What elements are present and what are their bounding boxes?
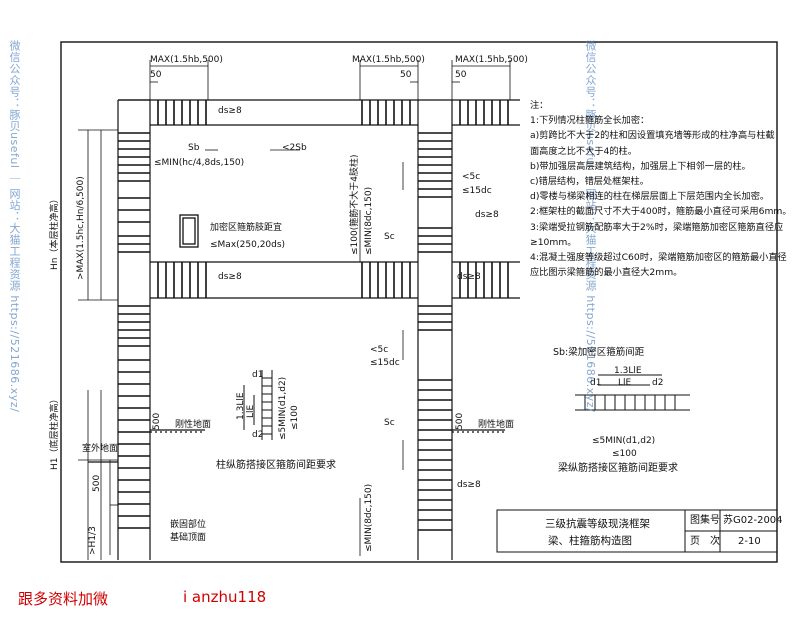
beam-lle-label: LlE [618, 378, 632, 388]
ds-label-top: ds≥8 [218, 106, 242, 116]
dim-50-left: 50 [150, 70, 162, 80]
note-line: 1:下列情况柱箍筋全长加密： [530, 115, 650, 127]
lt5c-label-2: <5c [370, 345, 389, 355]
watermark-left: 微信公众号：豚贝useful ｜ 网站：大猫工程资源 https://52168… [8, 40, 21, 413]
note-line: 3:梁端受拉钢筋配筋率大于2%时，梁端箍筋加密区箍筋直径应 [530, 221, 784, 233]
beam-splice-title: 梁纵筋搭接区箍筋间距要求 [558, 463, 678, 474]
stirrup-section-icon [179, 214, 199, 248]
ds-label-right: ds≥8 [475, 210, 499, 220]
note-line: 面高度之比不大于4的柱。 [530, 145, 637, 157]
ds-label-mid-right: ds≥8 [457, 272, 481, 282]
col-d1-label: d1 [252, 370, 264, 380]
title-line2: 梁、柱箍筋构造图 [548, 535, 632, 547]
ground-rigid-label-right: 刚性地面 [478, 420, 515, 430]
ds-label-mid: ds≥8 [218, 272, 242, 282]
h1-3-label: >H1/3 [88, 526, 98, 555]
column-stirrups [118, 132, 452, 531]
beam-13lle-label: 1.3LlE [614, 366, 642, 376]
note-line: c)错层结构，错层处框架柱。 [530, 176, 649, 188]
foundation2-label: 基础顶面 [170, 533, 207, 543]
ds-label-bottom: ds≥8 [457, 480, 481, 490]
beam-le100-label: ≤100 [612, 449, 637, 459]
col-d2-label: d2 [252, 430, 264, 440]
sc-label-1: Sc [384, 232, 395, 242]
dim-max-left: MAX(1.5hb,500) [150, 55, 223, 65]
min8dc-label: ≤100(箍筋不大于4肢柱) [350, 154, 360, 255]
stirrup-spacing-label: 加密区箍筋肢距宜 [210, 223, 283, 233]
notes-block: 注： 1:下列情况柱箍筋全长加密： a)剪跨比不大于2的柱和因设置填充墙等形成的柱… [530, 98, 792, 280]
lt15dc-label-2: ≤15dc [370, 358, 400, 368]
page-value: 2-10 [738, 536, 761, 547]
stirrup-spacing-value: ≤Max(250,20ds) [210, 240, 286, 250]
min8dc2-label-bottom: ≤MIN(8dc,150) [364, 483, 374, 552]
hn-label: Hn（本层柱净高） [50, 194, 60, 270]
d500-mid: 500 [152, 412, 162, 430]
min8dc2-label: ≤MIN(8dc,150) [364, 186, 374, 255]
note-line: 2:框架柱的截面尺寸不大于400时，箍筋最小直径可采用6mm。 [530, 206, 792, 218]
d500-left: 500 [92, 474, 102, 492]
title-line1: 三级抗震等级现浇框架 [545, 518, 650, 530]
footer-left-text: 跟多资料加微 [18, 590, 109, 608]
note-line: 注： [530, 100, 549, 111]
watermark-right: 微信公众号：豚贝useful ｜ 网站：大猫工程资源 https://52168… [584, 40, 597, 413]
ground-outdoor-label: 室外地面 [82, 444, 119, 454]
lt15dc-label: ≤15dc [462, 186, 492, 196]
note-line: d)零楼与梯梁相连的柱在梯层层面上下层范围内全长加密。 [530, 191, 770, 203]
beam-stirrups [157, 100, 509, 298]
sc-label-2: Sc [384, 418, 395, 428]
dimension-lines [78, 60, 511, 560]
hn-max-label: >MAX(1.5hc,Hn/6,500) [76, 176, 86, 280]
note-line: a)剪跨比不大于2的柱和因设置填充墙等形成的柱净高与柱截 [530, 130, 775, 142]
column-splice-title: 柱纵筋搭接区箍筋间距要求 [216, 460, 336, 471]
dim-50-mid: 50 [400, 70, 412, 80]
note-line: b)带加强层高层建筑结构，加强层上下相邻一层的柱。 [530, 160, 751, 172]
beam-d2-label: d2 [652, 378, 664, 388]
page-label: 页 次 [690, 536, 720, 547]
beam-sb-title: Sb:梁加密区箍筋间距 [553, 347, 645, 358]
note-line: 4:混凝土强度等级超过C60时，梁端箍筋加密区的箍筋最小直径 [530, 252, 787, 264]
atlas-label: 图集号 [690, 515, 720, 526]
note-line: ≥10mm。 [530, 236, 577, 248]
beam-splice-detail [575, 374, 690, 411]
ground-lines [88, 429, 505, 463]
title-block [496, 509, 778, 553]
lt5c-label: <5c [462, 172, 481, 182]
atlas-value: 苏G02-2004 [723, 515, 783, 526]
col-min-d1d2-label: ≤5MIN(d1,d2) [278, 376, 288, 440]
h1-label: H1（底层柱净高） [50, 394, 60, 471]
sheet-border [60, 41, 778, 563]
beam-d1-label: d1 [590, 378, 602, 388]
footer-right-text: i anzhu118 [183, 588, 267, 606]
column-splice-detail [243, 370, 273, 440]
beam-min-d1d2-label: ≤5MIN(d1,d2) [592, 436, 656, 446]
foundation-label: 嵌固部位 [170, 520, 207, 530]
dim-max-mid: MAX(1.5hb,500) [352, 55, 425, 65]
dim-50-right: 50 [455, 70, 467, 80]
col-le100-label: ≤100 [290, 405, 300, 430]
d500-right: 500 [455, 412, 465, 430]
col-lle-label: LlE [246, 404, 256, 418]
note-line: 应比图示梁箍筋的最小直径大2mm。 [530, 267, 683, 279]
min-hc-label: ≤MIN(hc/4,8ds,150) [154, 158, 245, 168]
sb-label: Sb [188, 143, 200, 153]
dim-max-right: MAX(1.5hb,500) [455, 55, 528, 65]
ground-rigid-label-left: 刚性地面 [175, 420, 212, 430]
lt2sb-label: <2Sb [282, 143, 307, 153]
